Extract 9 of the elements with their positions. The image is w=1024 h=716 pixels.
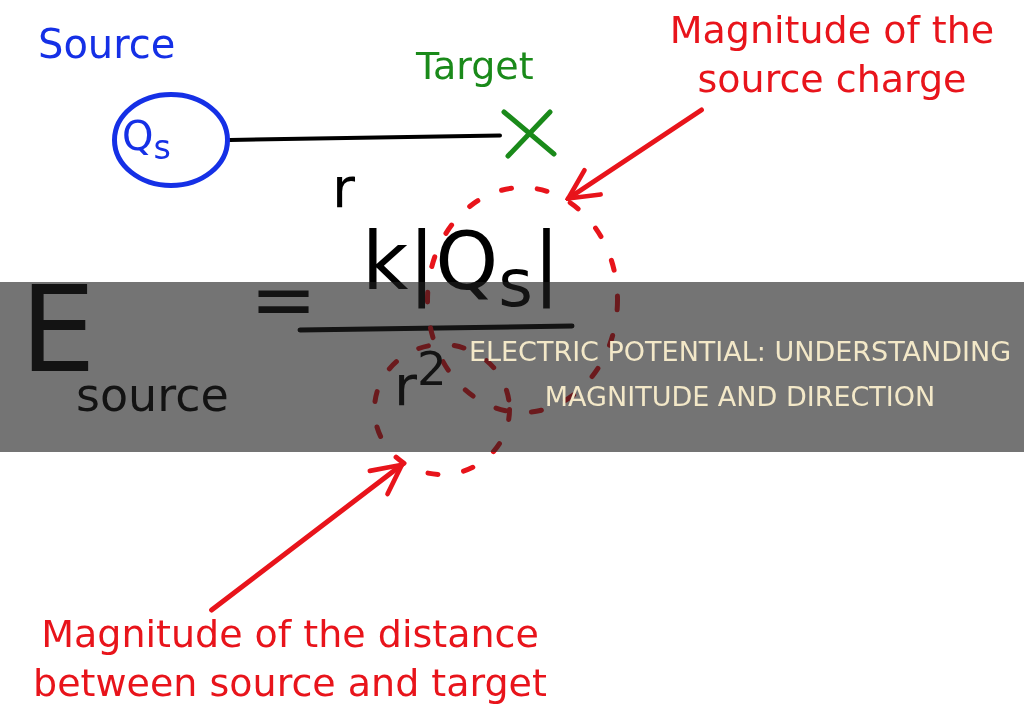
target-label: Target xyxy=(416,43,534,90)
denominator-text: r$^{2}$ xyxy=(394,346,447,414)
annotation-text: Magnitude of the source charge xyxy=(668,7,996,104)
title-text: ELECTRIC POTENTIAL: UNDERSTANDING MAGNITUDE AND DIRECTION xyxy=(467,335,1013,414)
charge-symbol: Q$_{s}$ xyxy=(122,112,171,169)
annotation-text: Magnitude of the distance between source and target xyxy=(32,611,548,708)
equals-sign: = xyxy=(250,260,318,340)
edge-label: r xyxy=(332,160,356,216)
source-label: Source xyxy=(38,20,176,69)
